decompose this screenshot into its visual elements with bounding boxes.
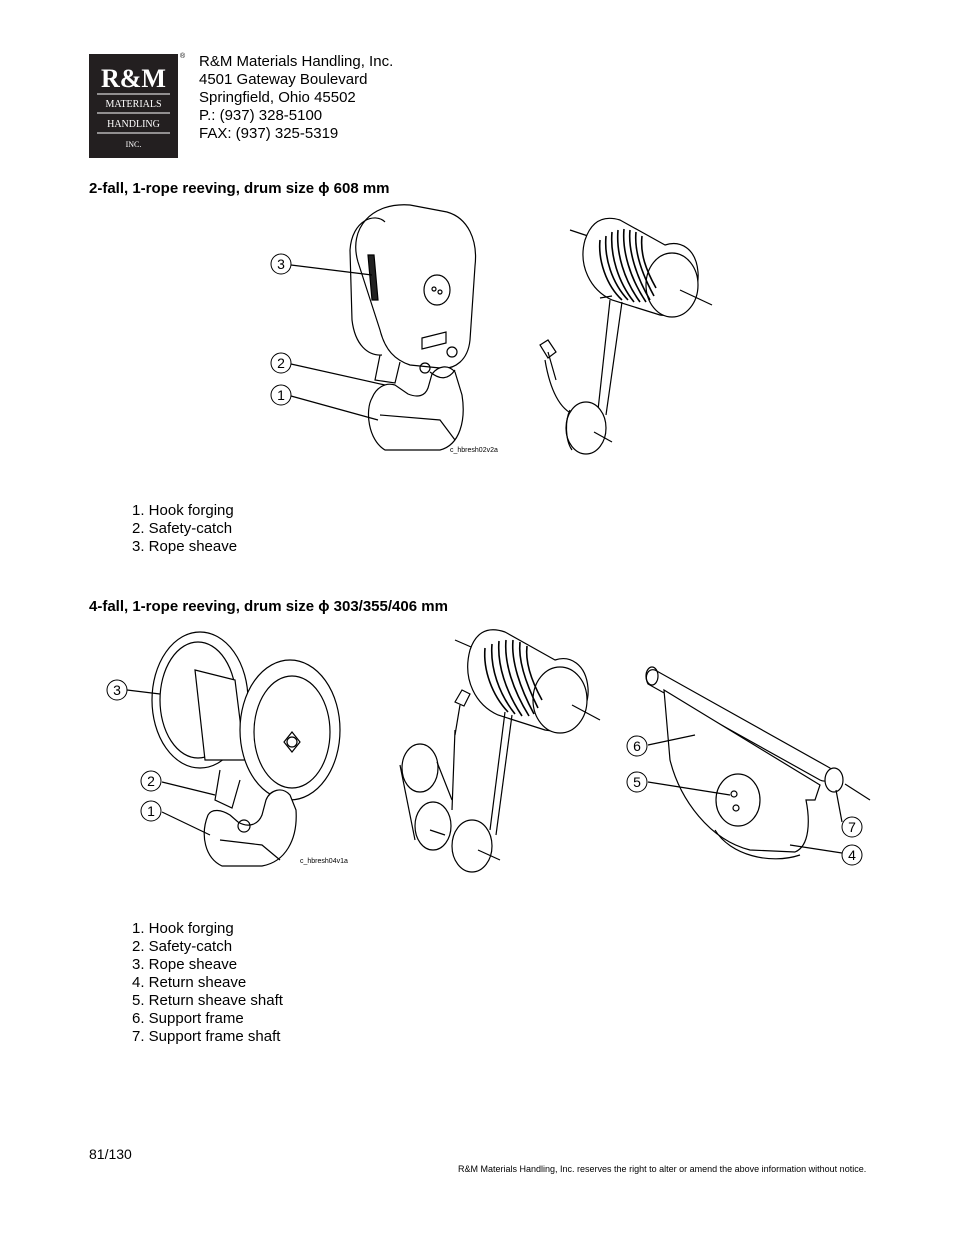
address-line: P.: (937) 328-5100 — [199, 107, 323, 124]
svg-text:1: 1 — [147, 803, 155, 819]
svg-text:7: 7 — [848, 819, 856, 835]
callout-3: 3 — [106, 679, 128, 701]
logo-text-materials: MATERIALS — [105, 99, 161, 110]
address-line: FAX: (937) 325-5319 — [199, 125, 339, 142]
section1-parts-list: 1. Hook forging 2. Safety-catch 3. Rope … — [132, 502, 237, 556]
callout-3: 3 — [270, 253, 292, 275]
address-line: 4501 Gateway Boulevard — [199, 71, 368, 88]
logo-graphic: R&M MATERIALS HANDLING INC. — [97, 64, 170, 149]
svg-text:1: 1 — [277, 387, 285, 403]
drum-reeving-drawing — [539, 217, 713, 455]
list-item: 2. Safety-catch — [132, 938, 233, 955]
page-number: 81/130 — [89, 1146, 132, 1162]
hook-block-drawing — [151, 631, 341, 867]
list-item: 1. Hook forging — [132, 920, 234, 937]
registered-mark: ® — [180, 53, 186, 60]
logo-text-rm: R&M — [101, 64, 166, 93]
drum-reeving-drawing — [399, 629, 601, 873]
list-item: 7. Support frame shaft — [132, 1028, 281, 1045]
company-logo: R&M MATERIALS HANDLING INC. — [89, 54, 178, 158]
logo-text-handling: HANDLING — [107, 119, 160, 130]
callout-2: 2 — [270, 352, 292, 374]
callout-6: 6 — [626, 735, 648, 757]
section1-figure: 3 2 1 c_hbresh02v2a — [270, 204, 713, 455]
section1-heading: 2-fall, 1-rope reeving, drum size ϕ 608 … — [89, 180, 390, 197]
callout-5: 5 — [626, 771, 648, 793]
callout-2: 2 — [140, 770, 162, 792]
callout-4: 4 — [841, 844, 863, 866]
list-item: 6. Support frame — [132, 1010, 244, 1027]
section2-parts-list: 1. Hook forging 2. Safety-catch 3. Rope … — [132, 920, 283, 1046]
callout-1: 1 — [140, 800, 162, 822]
list-item: 1. Hook forging — [132, 502, 234, 519]
svg-text:5: 5 — [633, 774, 641, 790]
figure-code: c_hbresh04v1a — [300, 858, 348, 865]
address-line: R&M Materials Handling, Inc. — [199, 53, 394, 70]
svg-text:2: 2 — [147, 773, 155, 789]
svg-text:3: 3 — [277, 256, 285, 272]
svg-text:2: 2 — [277, 355, 285, 371]
address-line: Springfield, Ohio 45502 — [199, 89, 356, 106]
svg-text:6: 6 — [633, 738, 641, 754]
svg-text:3: 3 — [113, 682, 121, 698]
section2-heading: 4-fall, 1-rope reeving, drum size ϕ 303/… — [89, 598, 448, 615]
logo-text-inc: INC. — [126, 140, 142, 149]
list-item: 3. Rope sheave — [132, 538, 238, 555]
figure-code: c_hbresh02v2a — [450, 447, 498, 454]
list-item: 4. Return sheave — [132, 974, 247, 991]
callout-1: 1 — [270, 384, 292, 406]
footer-notice: R&M Materials Handling, Inc. reserves th… — [458, 1164, 867, 1174]
list-item: 2. Safety-catch — [132, 520, 233, 537]
section2-figure: 3 2 1 6 5 7 4 c_hbresh04v1a — [106, 629, 871, 873]
list-item: 3. Rope sheave — [132, 956, 238, 973]
list-item: 5. Return sheave shaft — [132, 992, 283, 1009]
callout-7: 7 — [841, 816, 863, 838]
support-frame-drawing — [645, 666, 871, 860]
company-address: R&M Materials Handling, Inc. 4501 Gatewa… — [199, 53, 393, 143]
svg-text:4: 4 — [848, 847, 856, 863]
hook-block-drawing — [349, 204, 477, 451]
